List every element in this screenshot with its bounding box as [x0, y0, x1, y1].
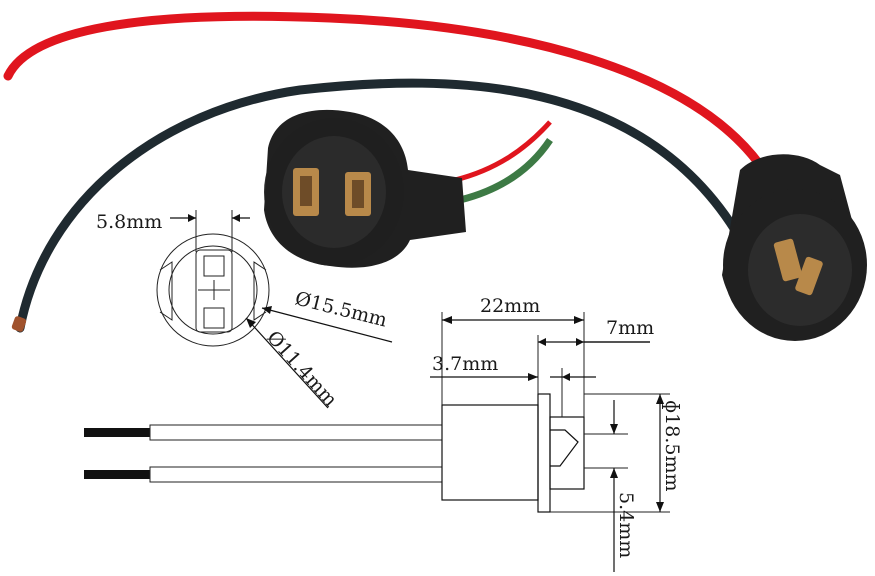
red-wire	[3, 11, 765, 170]
green-wire-short	[459, 138, 553, 204]
socket-head	[549, 416, 585, 490]
black-wire	[15, 78, 740, 333]
wire-tip	[11, 316, 27, 332]
wire-lead-top	[84, 428, 150, 437]
inner-circle	[168, 245, 258, 335]
red-wire-short	[454, 120, 552, 183]
dim-outer-diameter: Ø15.5mm	[293, 288, 389, 332]
pin-slot-bottom	[203, 307, 225, 329]
front-view-drawing	[156, 210, 393, 409]
dim-flange-offset: 3.7mm	[432, 353, 498, 375]
socket-flange	[537, 393, 551, 513]
pin-slot-top	[203, 255, 225, 277]
outer-circle	[156, 233, 270, 347]
socket-body-outline	[441, 404, 539, 501]
wire-harness-photo	[3, 11, 867, 341]
dim-flange-diameter: ɸ18.5mm	[661, 400, 683, 491]
socket-photo-right	[722, 154, 867, 341]
dim-total-length: 22mm	[480, 295, 540, 317]
wire-lead-bottom	[84, 470, 150, 479]
socket-photo-middle	[264, 109, 466, 268]
dim-pin-width: 5.8mm	[96, 211, 162, 233]
dim-inner-diameter: Ø11.4mm	[262, 327, 341, 412]
dim-tab-height: 5.4mm	[615, 492, 637, 558]
side-view-drawing	[84, 312, 670, 572]
dim-head-length: 7mm	[606, 317, 654, 339]
